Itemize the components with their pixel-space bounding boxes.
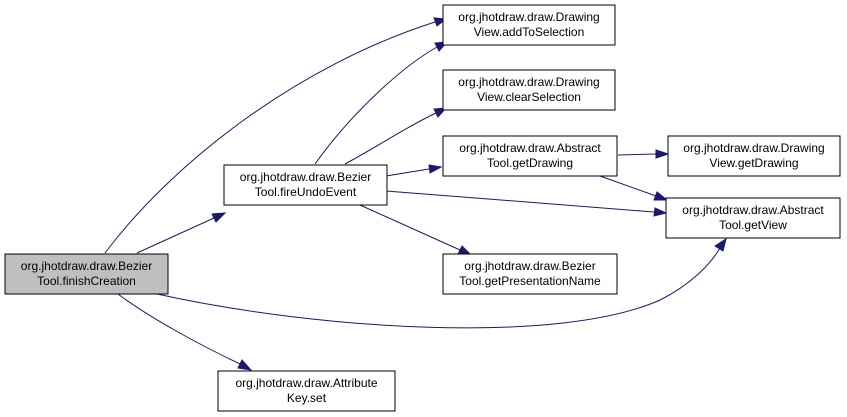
- edge-finish-to-fireundo: [136, 217, 215, 254]
- node-label-line2: Tool.finishCreation: [37, 274, 136, 288]
- node-clear-selection[interactable]: org.jhotdraw.draw.Drawing View.clearSele…: [442, 69, 616, 111]
- node-box: [442, 135, 618, 177]
- node-box: [442, 69, 616, 111]
- edge-fireundo-to-getview-arrow: [653, 207, 668, 217]
- node-abstract-get-view[interactable]: org.jhotdraw.draw.Abstract Tool.getView: [665, 197, 841, 239]
- node-add-to-selection[interactable]: org.jhotdraw.draw.Drawing View.addToSele…: [442, 4, 616, 46]
- edge-finish-to-attrkeyset-arrow: [237, 359, 253, 371]
- node-box: [4, 253, 169, 295]
- node-label-line1: org.jhotdraw.draw.Drawing: [458, 75, 599, 89]
- node-label-line2: Key.set: [287, 391, 327, 405]
- edge-fireundo-to-presentationname: [359, 204, 461, 251]
- node-label-line2: View.clearSelection: [477, 90, 581, 104]
- edge-abstractgetdrawing-to-viewgetdrawing: [617, 153, 657, 156]
- edge-fireundo-to-abstractgetdrawing-arrow: [428, 164, 443, 174]
- edges: [104, 17, 727, 371]
- edge-fireundo-to-clearselection: [344, 112, 437, 165]
- node-label-line2: Tool.getPresentationName: [459, 274, 601, 288]
- edge-finish-to-getview: [156, 247, 721, 329]
- node-label-line2: View.getDrawing: [709, 156, 798, 170]
- edge-fireundo-to-addtoselection: [314, 46, 438, 165]
- edge-finish-to-addtoselection: [104, 21, 436, 254]
- edge-finish-to-attrkeyset: [117, 293, 241, 365]
- node-box: [223, 164, 388, 206]
- node-fire-undo-event[interactable]: org.jhotdraw.draw.Bezier Tool.fireUndoEv…: [223, 164, 388, 206]
- node-label-line1: org.jhotdraw.draw.Abstract: [682, 203, 824, 217]
- node-label-line2: Tool.fireUndoEvent: [255, 185, 357, 199]
- node-label-line2: Tool.getDrawing: [487, 156, 573, 170]
- node-view-get-drawing[interactable]: org.jhotdraw.draw.Drawing View.getDrawin…: [667, 135, 841, 177]
- node-box: [667, 135, 841, 177]
- node-box: [442, 4, 616, 46]
- node-abstract-get-drawing[interactable]: org.jhotdraw.draw.Abstract Tool.getDrawi…: [442, 135, 618, 177]
- edge-abstractgetdrawing-to-getview: [599, 175, 657, 197]
- node-label-line1: org.jhotdraw.draw.Bezier: [464, 259, 595, 273]
- node-label-line2: View.addToSelection: [474, 25, 585, 39]
- node-label-line2: Tool.getView: [719, 218, 787, 232]
- edge-finish-to-fireundo-arrow: [211, 212, 227, 223]
- edge-fireundo-to-abstractgetdrawing: [385, 168, 430, 177]
- node-label-line1: org.jhotdraw.draw.Drawing: [683, 141, 824, 155]
- node-finish-creation[interactable]: org.jhotdraw.draw.Bezier Tool.finishCrea…: [4, 253, 169, 295]
- node-label-line1: org.jhotdraw.draw.Abstract: [459, 141, 601, 155]
- edge-finish-to-getview-arrow: [714, 237, 727, 252]
- node-box: [217, 370, 396, 412]
- node-label-line1: org.jhotdraw.draw.Attribute: [235, 376, 377, 390]
- node-box: [442, 253, 618, 295]
- edge-fireundo-to-getview: [385, 190, 655, 213]
- node-label-line1: org.jhotdraw.draw.Bezier: [240, 170, 371, 184]
- node-label-line1: org.jhotdraw.draw.Drawing: [458, 10, 599, 24]
- node-attribute-key-set[interactable]: org.jhotdraw.draw.Attribute Key.set: [217, 370, 396, 412]
- node-box: [665, 197, 841, 239]
- node-presentation-name[interactable]: org.jhotdraw.draw.Bezier Tool.getPresent…: [442, 253, 618, 295]
- node-label-line1: org.jhotdraw.draw.Bezier: [21, 259, 152, 273]
- edge-abstractgetdrawing-to-getview-arrow: [653, 191, 669, 201]
- edge-abstractgetdrawing-to-viewgetdrawing-arrow: [655, 149, 670, 159]
